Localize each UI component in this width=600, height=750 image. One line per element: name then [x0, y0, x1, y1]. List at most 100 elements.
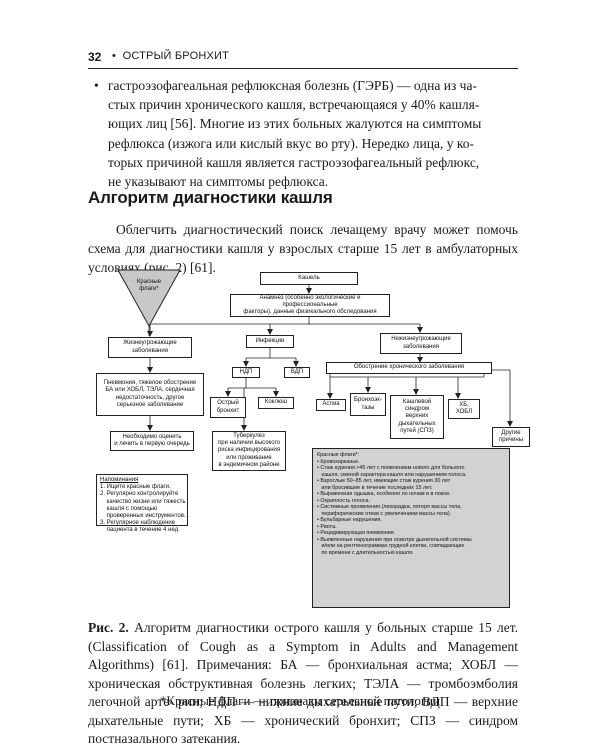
acute-bronchitis-line: Острый	[217, 400, 239, 407]
infections-box: Инфекции	[246, 335, 294, 348]
red-flag-item: • Охриплость голоса.	[317, 497, 370, 504]
bullet-mark: •	[94, 78, 99, 93]
asthma-box: Астма	[316, 399, 346, 411]
pneumonia-box: Пневмония, тяжелое обострение БА или ХОБ…	[96, 373, 204, 416]
red-flag-item: • Кровохарканье.	[317, 458, 360, 465]
red-flag-item: • Рвота.	[317, 523, 337, 530]
red-flag-item: по времени с длительностью кашля.	[317, 549, 414, 556]
intro-text: схема для диагностики кашля у взрослых с…	[88, 241, 518, 256]
postnasal-box: Кашлевой синдром верхних дыхательных пут…	[390, 395, 444, 439]
red-flag-item: и/или на рентгенограммах грудной клетки,…	[317, 543, 465, 549]
chronic-bronchitis-box: ХБ,ХОБЛ	[448, 399, 480, 419]
pneumonia-line: недостаточность, другое	[115, 394, 185, 401]
anamnesis-box: Анамнез (особенно экологические и профес…	[230, 294, 390, 317]
caption-line: Алгоритм диагностики острого кашля у бол…	[128, 620, 518, 635]
red-flags-title: Красные флаги*:	[317, 452, 360, 458]
other-causes-line: причины	[498, 437, 524, 443]
postnasal-line: дыхательных	[398, 420, 436, 427]
reminder-line: 2. Регулярно контролируйте	[100, 491, 179, 498]
intro-text: условиях (рис. 2) [61].	[88, 260, 216, 275]
tuberculosis-line: Туберкулез	[233, 433, 265, 439]
bullet-line: ющих лиц [56]. Многие из этих больных жа…	[108, 116, 482, 132]
caption-footnote: *Красные флаги — признаки серьезной пато…	[159, 693, 441, 708]
non-life-threatening-line: Нежизнеугрожающие	[391, 336, 451, 343]
tuberculosis-line: или проживание	[226, 454, 272, 461]
acute-bronchitis-line: бронхит	[216, 407, 240, 414]
page-number: 32	[88, 50, 102, 64]
chronic-exacerbation-label: Обострение хронического заболевания	[353, 364, 465, 371]
cough-box: Кашель	[260, 272, 358, 285]
chronic-bronchitis-line: ХБ,	[459, 401, 469, 408]
red-flag-item: или бросившие в течение последних 15 лет…	[317, 484, 433, 491]
caption-line: (Classification of Cough as a Symptom in…	[88, 638, 518, 673]
red-flag-item: • Взрослые 50–85 лет, имеющие стаж курен…	[317, 478, 451, 484]
bronchiectasis-box: Бронхоэк-тазы	[350, 393, 386, 416]
tuberculosis-line: риска инфицирования	[217, 447, 281, 454]
pneumonia-line: Пневмония, тяжелое обострение	[103, 380, 197, 387]
urgent-assess-line: и лечить в первую очередь	[114, 441, 190, 447]
life-threatening-line: заболевания	[132, 347, 168, 354]
lrt-label: НДП	[239, 368, 253, 375]
header-title: ОСТРЫЙ БРОНХИТ	[122, 50, 230, 62]
bronchiectasis-line: Бронхоэк-	[354, 397, 382, 404]
red-flag-item: периферические отеки с увеличением массы…	[317, 510, 452, 517]
chronic-exacerbation-box: Обострение хронического заболевания	[326, 362, 492, 374]
pertussis-label: Коклюш	[264, 399, 288, 406]
reminder-line: 3. Регулярное наблюдение	[100, 520, 176, 527]
other-causes-line: Другие	[501, 429, 521, 436]
anamnesis-line: Анамнез (особенно экологические и профес…	[259, 294, 361, 308]
section-heading: Алгоритм диагностики кашля	[88, 188, 333, 207]
caption-line: ХБ — хронический бронхит; СПЗ — синдром …	[88, 712, 519, 747]
tuberculosis-line: в эндемичном районе	[218, 461, 280, 468]
bullet-line: не указывают на симптомы рефлюкса.	[108, 174, 329, 190]
anamnesis-line: факторы), данные физикального обследован…	[243, 309, 377, 316]
asthma-label: Астма	[322, 401, 340, 408]
caption-line: обструктивная болезнь легких; ТЭЛА — тро…	[88, 675, 519, 710]
tuberculosis-line: при наличии высокого	[218, 440, 280, 447]
reminders-box: Напоминания 1. Ищите красные флаги. 2. Р…	[96, 474, 188, 533]
postnasal-line: синдром	[405, 406, 429, 413]
urt-label: ВДП	[290, 368, 304, 375]
bullet-paragraph: • гастроэзофагеальная рефлюксная болезнь…	[94, 76, 520, 191]
reminder-line: 1. Ищите красные флаги.	[100, 484, 171, 491]
cough-label: Кашель	[298, 274, 320, 281]
intro-paragraph: Облегчить диагностический поиск лечащему…	[88, 220, 518, 277]
caption-label: Рис. 2.	[88, 620, 129, 635]
lrt-box: НДП	[232, 367, 260, 378]
triangle-line: Красные	[136, 278, 162, 285]
pertussis-box: Коклюш	[258, 397, 294, 409]
header-rule	[88, 68, 518, 69]
tuberculosis-box: Туберкулез при наличии высокого риска ин…	[212, 431, 286, 471]
reminder-line: кашля с помощью	[100, 505, 158, 512]
infections-label: Инфекции	[255, 337, 285, 344]
triangle-line: флаги*	[139, 286, 159, 292]
postnasal-line: путей (СПЗ)	[400, 427, 434, 434]
bullet-line: рефлюкса (изжога или кислый вкус во рту)…	[108, 135, 474, 151]
urt-box: ВДП	[284, 367, 310, 378]
postnasal-line: Кашлевой	[402, 398, 432, 405]
red-flag-item: • Рецидивирующая пневмония.	[317, 530, 396, 536]
red-flag-item: • Выраженная одышка, особенно по ночам и…	[317, 491, 451, 497]
red-flag-item: • Системные проявления (лихорадка, потер…	[317, 504, 462, 510]
chronic-bronchitis-line: ХОБЛ	[455, 409, 473, 415]
non-life-threatening-line: заболевания	[403, 343, 439, 350]
pneumonia-line: серьезное заболевание	[116, 401, 184, 408]
urgent-assess-line: Необходимо оценить	[122, 433, 182, 440]
red-flag-item: • Выявленные нарушения при осмотре дыхат…	[317, 536, 472, 543]
red-flag-item: кашля, сменой характера кашля или наруше…	[317, 471, 467, 478]
reminders-title: Напоминания	[100, 477, 139, 483]
bullet-line: гастроэзофагеальная рефлюксная болезнь (…	[108, 78, 477, 93]
life-threatening-line: Жизнеугрожающие	[123, 340, 177, 347]
header-bullet: •	[112, 50, 117, 62]
bronchiectasis-line: тазы	[361, 404, 375, 411]
reminder-line: качество жизни или тяжесть	[100, 498, 186, 505]
pneumonia-line: БА или ХОБЛ, ТЭЛА, сердечная	[105, 387, 195, 394]
caption-line: [61]. Примечания: БА — бронхиальная астм…	[88, 657, 518, 691]
bullet-line: торых причиной кашля является гастроэзоф…	[108, 154, 480, 170]
figure-caption: Рис. 2. Алгоритм диагностики острого каш…	[88, 619, 518, 749]
